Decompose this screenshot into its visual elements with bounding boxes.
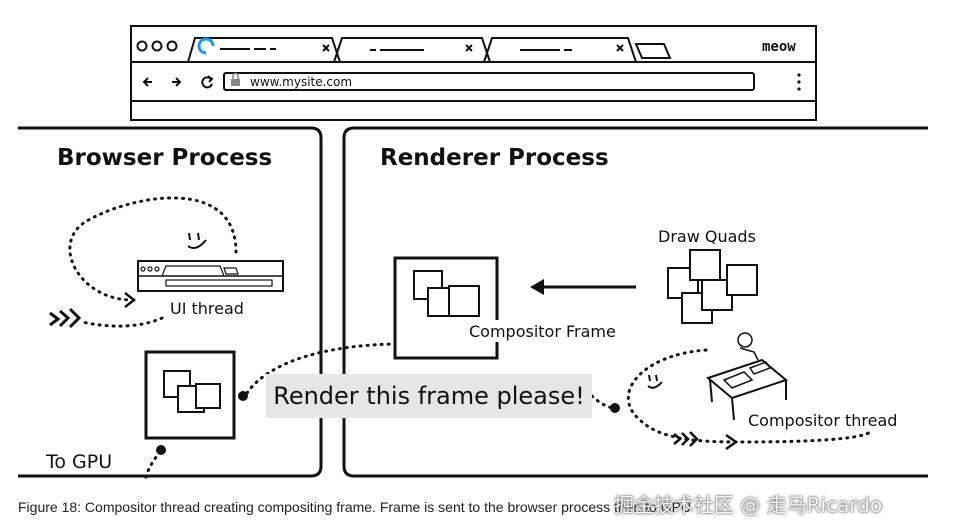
browser-process-panel	[18, 126, 323, 478]
window-button-icon	[136, 40, 148, 52]
forward-arrow-icon	[172, 77, 182, 87]
address-bar	[223, 72, 755, 91]
figure-caption: Figure 18: Compositor thread creating co…	[18, 499, 692, 515]
watermark: 掘金技术社区 @ 走马Ricardo	[614, 493, 883, 517]
ui-thread-tail	[80, 316, 164, 328]
frame-layers-icon	[163, 370, 221, 413]
new-tab-icon	[634, 43, 672, 59]
frame-layers-icon	[413, 270, 480, 317]
frame-transfer-path-2	[590, 394, 616, 410]
address-text: www.mysite.com	[250, 75, 352, 89]
motion-marks-icon	[49, 307, 82, 329]
compositor-thread-label: Compositor thread	[748, 411, 897, 430]
tab-close-icon	[465, 44, 473, 52]
back-arrow-icon	[142, 77, 152, 87]
brand-label: meow	[762, 39, 796, 55]
mini-browser-icon	[137, 260, 284, 292]
tab-shape	[483, 37, 637, 63]
window-button-icon	[166, 40, 178, 52]
tab-close-icon	[322, 44, 330, 52]
browser-window-illustration: meow www.mysite.com	[130, 25, 817, 121]
loading-spinner-icon	[197, 37, 215, 55]
to-gpu-label: To GPU	[45, 451, 112, 473]
draw-quads-label: Draw Quads	[658, 227, 756, 246]
callout-background	[266, 374, 592, 418]
arrow-head-icon	[725, 433, 739, 451]
smiley-face-icon	[647, 374, 663, 389]
lock-icon	[231, 72, 240, 86]
quads-stack-icon	[667, 249, 758, 324]
arrow-head-icon	[530, 279, 544, 295]
menu-dots-icon	[797, 73, 801, 91]
reload-icon	[201, 75, 214, 89]
ui-thread-loop	[68, 196, 238, 302]
smiley-face-icon	[187, 232, 207, 249]
connector-dot	[238, 391, 248, 401]
window-button-icon	[151, 40, 163, 52]
compositor-frame-label: Compositor Frame	[469, 322, 616, 341]
worker-desk-icon	[705, 332, 789, 421]
connector-dot	[610, 403, 620, 413]
browser-process-title: Browser Process	[57, 145, 272, 171]
tab-shape	[187, 37, 341, 63]
motion-marks-icon	[673, 431, 699, 447]
frame-transfer-path	[245, 342, 398, 395]
tab-shape	[333, 37, 491, 63]
render-request-callout: Render this frame please!	[273, 382, 585, 410]
connector-dot	[156, 445, 166, 455]
tab-close-icon	[616, 44, 624, 52]
renderer-process-panel	[342, 126, 928, 478]
renderer-process-title: Renderer Process	[380, 145, 609, 171]
arrow-head-icon	[124, 292, 137, 308]
ui-thread-label: UI thread	[170, 299, 244, 318]
